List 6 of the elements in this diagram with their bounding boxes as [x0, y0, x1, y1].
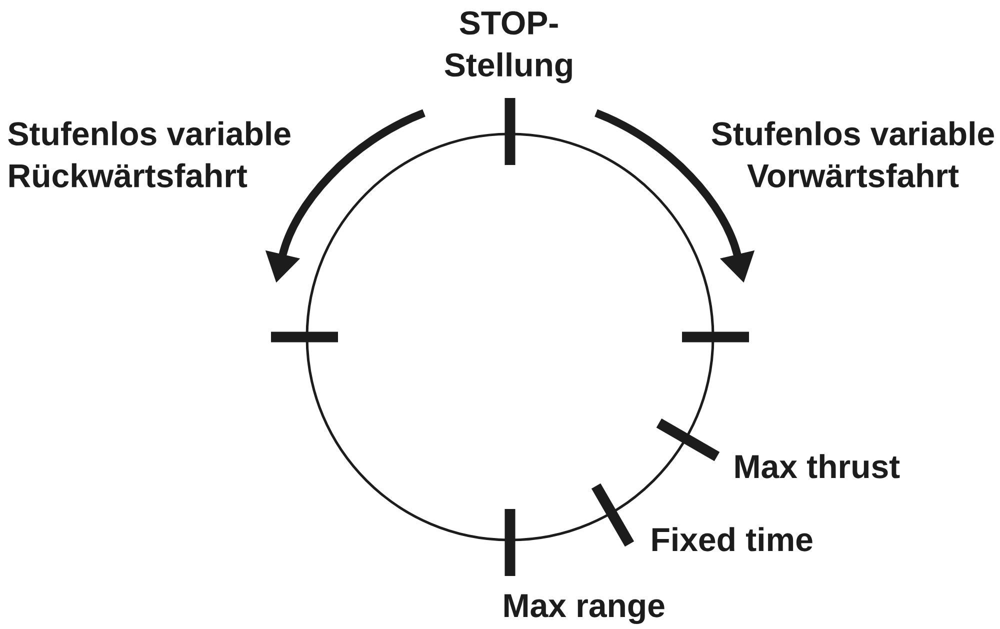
- position-label: Max thrust: [736, 454, 900, 478]
- position-label: Fixed time: [652, 527, 812, 552]
- direction-label: Stufenlos variable Vorwärtsfahrt: [712, 121, 994, 188]
- direction-label: Stufenlos variable Rückwärtsfahrt: [8, 121, 290, 188]
- position-label: STOP-Stellung: [444, 11, 572, 84]
- position-label: Max range: [504, 594, 664, 624]
